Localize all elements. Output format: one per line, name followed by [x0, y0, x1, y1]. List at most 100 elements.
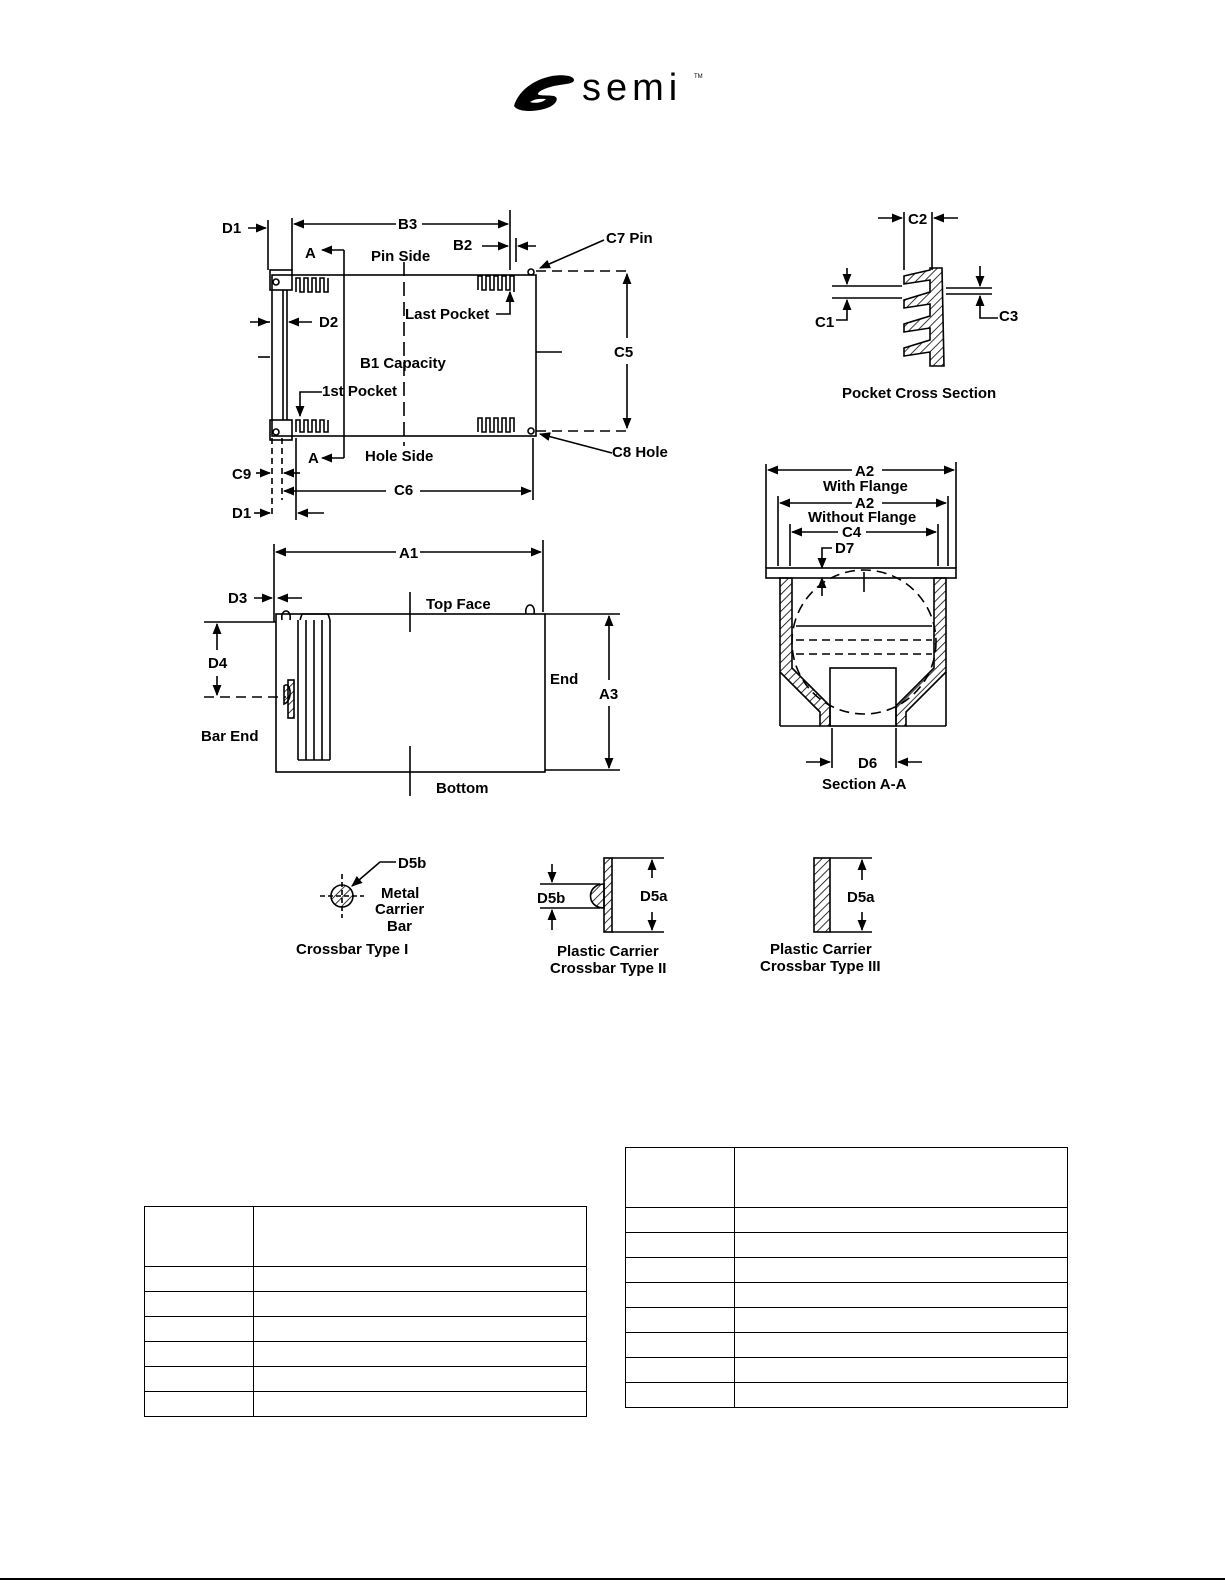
label-b1-capacity: B1 Capacity: [360, 355, 447, 372]
label-d6: D6: [858, 755, 877, 772]
label-plastic-carrier-type3: Plastic Carrier: [770, 941, 872, 958]
logo-wordmark: semi: [582, 67, 683, 109]
label-a2-without-flange: A2: [855, 495, 874, 512]
label-a3: A3: [599, 686, 618, 703]
label-end: End: [550, 671, 578, 688]
table-cell: [253, 1391, 587, 1417]
label-bar-end: Bar End: [201, 728, 259, 745]
table-header-cell: [625, 1147, 735, 1208]
label-hole-side: Hole Side: [365, 448, 433, 465]
label-top-face: Top Face: [426, 596, 491, 613]
table-cell: [625, 1282, 735, 1308]
section-a-a-labels: A2 With Flange A2 Without Flange C4 D7 D…: [808, 463, 916, 793]
label-crossbar-type-3: Crossbar Type III: [760, 958, 881, 975]
table-cell: [144, 1316, 254, 1342]
pocket-cross-section-labels: C2 C1 C3 Pocket Cross Section: [815, 211, 1018, 402]
label-d5a-type3: D5a: [847, 889, 875, 906]
section-a-a: [765, 462, 957, 768]
table-cell: [625, 1332, 735, 1358]
table-row: [144, 1391, 587, 1417]
table-row: [144, 1266, 587, 1292]
label-d5b-type1: D5b: [398, 855, 426, 872]
label-crossbar-type-1: Crossbar Type I: [296, 941, 408, 958]
table-cell: [625, 1307, 735, 1333]
label-crossbar-type-2: Crossbar Type II: [550, 960, 666, 977]
footer-rule: [0, 1578, 1225, 1580]
label-d7: D7: [835, 540, 854, 557]
label-a2-with-flange: A2: [855, 463, 874, 480]
table-row: [144, 1366, 587, 1392]
table-cell: [144, 1291, 254, 1317]
table-cell: [625, 1207, 735, 1233]
table-cell: [734, 1332, 1068, 1358]
table-row: [625, 1382, 1068, 1408]
label-with-flange: With Flange: [823, 478, 908, 495]
label-d2: D2: [319, 314, 338, 331]
table-cell: [734, 1382, 1068, 1408]
label-metal: Metal: [381, 885, 419, 902]
top-view: [248, 210, 632, 520]
table-row: [625, 1232, 1068, 1258]
label-a1: A1: [399, 545, 418, 562]
label-a-bottom: A: [308, 450, 319, 467]
label-without-flange: Without Flange: [808, 509, 916, 526]
table-row: [144, 1316, 587, 1342]
table-cell: [144, 1391, 254, 1417]
table-row: [625, 1332, 1068, 1358]
table-cell: [625, 1357, 735, 1383]
label-first-pocket: 1st Pocket: [322, 383, 397, 400]
carrier-technical-drawing: D1 B3 B2 C7 Pin A Pin Side D2 Last Pocke…: [201, 210, 1018, 977]
label-section-a-a: Section A-A: [822, 776, 907, 793]
crossbar-type-1-labels: D5b Metal Carrier Bar Crossbar Type I: [296, 855, 426, 958]
table-cell: [253, 1341, 587, 1367]
table-cell: [144, 1341, 254, 1367]
label-c4: C4: [842, 524, 862, 541]
table-cell: [734, 1232, 1068, 1258]
label-c2: C2: [908, 211, 927, 228]
table-cell: [253, 1291, 587, 1317]
crossbar-type-3: [813, 857, 872, 933]
label-plastic-carrier-type2: Plastic Carrier: [557, 943, 659, 960]
label-d5a-type2: D5a: [640, 888, 668, 905]
pocket-cross-section: [832, 212, 998, 367]
table-header-row: [144, 1206, 587, 1267]
label-b2: B2: [453, 237, 472, 254]
label-pin-side: Pin Side: [371, 248, 430, 265]
table-row: [625, 1307, 1068, 1333]
label-carrier: Carrier: [375, 901, 424, 918]
crossbar-type-2-labels: D5b D5a Plastic Carrier Crossbar Type II: [537, 888, 668, 977]
table-cell: [625, 1232, 735, 1258]
label-bar: Bar: [387, 918, 412, 935]
label-d1-top: D1: [222, 220, 241, 237]
label-d4: D4: [208, 655, 228, 672]
table-cell: [625, 1382, 735, 1408]
table-cell: [144, 1366, 254, 1392]
table-cell: [625, 1257, 735, 1283]
table-cell: [144, 1266, 254, 1292]
dimension-table-left: [144, 1206, 587, 1417]
table-header-cell: [734, 1147, 1068, 1208]
label-last-pocket: Last Pocket: [405, 306, 489, 323]
semi-logo: semi TM: [508, 62, 708, 114]
table-cell: [253, 1366, 587, 1392]
table-cell: [253, 1316, 587, 1342]
crossbar-type-1: [320, 861, 396, 918]
table-cell: [734, 1357, 1068, 1383]
label-c8-hole: C8 Hole: [612, 444, 668, 461]
table-row: [625, 1257, 1068, 1283]
logo-trademark: TM: [694, 74, 703, 80]
table-cell: [734, 1282, 1068, 1308]
table-header-cell: [253, 1206, 587, 1267]
label-c6: C6: [394, 482, 413, 499]
side-view-labels: A1 D3 Top Face D4 End A3 Bar End Bottom: [201, 545, 618, 797]
label-c9: C9: [232, 466, 251, 483]
dimension-table-right: [625, 1147, 1068, 1408]
label-a-top: A: [305, 245, 316, 262]
side-view: [204, 540, 620, 796]
label-b3: B3: [398, 216, 417, 233]
semi-swoosh-icon: [514, 75, 574, 111]
label-c3: C3: [999, 308, 1018, 325]
crossbar-type-2: [540, 857, 664, 933]
table-row: [144, 1341, 587, 1367]
table-row: [625, 1357, 1068, 1383]
